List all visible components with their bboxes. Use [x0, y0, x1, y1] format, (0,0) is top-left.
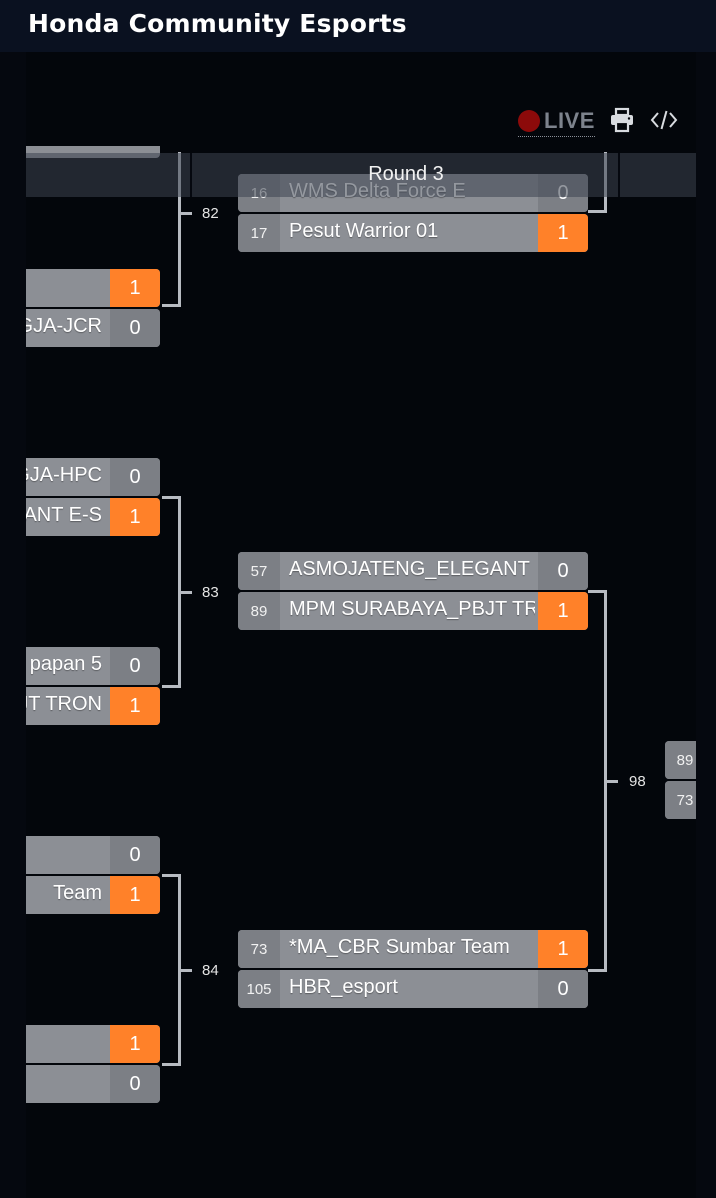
- team-score: 0: [110, 1065, 160, 1103]
- bracket-toolbar: LIVE: [26, 52, 696, 152]
- team-score: 1: [538, 214, 588, 252]
- team-name: GANT E-S: [26, 504, 102, 526]
- team-seed: 17: [238, 214, 280, 252]
- left-match-2-bottom-slot[interactable]: GANT E-S 1: [26, 498, 160, 536]
- team-name: HBR_esport: [289, 976, 398, 998]
- left-match-5-bottom-slot[interactable]: 0: [26, 1065, 160, 1103]
- left-match-1-top-slot[interactable]: 1: [26, 269, 160, 307]
- left-match-1[interactable]: 1 OGJA-JCR 0: [26, 269, 160, 347]
- connector-83-stub: [178, 591, 192, 594]
- bracket-panel[interactable]: LIVE 1 OGJA-JCR 0 OGJA-HPC 0 GA: [26, 52, 696, 1198]
- round3-match-2-top-slot[interactable]: 57 ASMOJATENG_ELEGANT E-SPORT 0: [238, 552, 588, 590]
- team-score: 0: [110, 647, 160, 685]
- team-score: 1: [110, 876, 160, 914]
- left-match-3[interactable]: papan 5 0 BJT TRON 1: [26, 647, 160, 725]
- left-match-4[interactable]: 0 Team 1: [26, 836, 160, 914]
- round3-match-1-bottom-slot[interactable]: 17 Pesut Warrior 01 1: [238, 214, 588, 252]
- team-seed: 89: [238, 592, 280, 630]
- team-score: 1: [110, 269, 160, 307]
- round4-match-bottom-slot[interactable]: 73: [665, 781, 696, 819]
- team-seed: 89: [665, 741, 696, 779]
- round4-match-top-slot[interactable]: 89: [665, 741, 696, 779]
- team-score: 0: [538, 552, 588, 590]
- team-seed: 73: [238, 930, 280, 968]
- team-name: papan 5: [29, 653, 102, 675]
- team-seed: 105: [238, 970, 280, 1008]
- app-title: Honda Community Esports: [28, 9, 407, 38]
- team-name: OGJA-JCR: [26, 315, 102, 337]
- connector-82-stub: [178, 212, 192, 215]
- match-number-83: 83: [202, 584, 219, 601]
- team-name: *MA_CBR Sumbar Team: [289, 936, 510, 958]
- connector-98-stub: [604, 780, 618, 783]
- left-match-2[interactable]: OGJA-HPC 0 GANT E-S 1: [26, 458, 160, 536]
- team-score: 1: [538, 930, 588, 968]
- team-seed: 57: [238, 552, 280, 590]
- round-title: Round 3: [368, 163, 444, 185]
- team-seed: 73: [665, 781, 696, 819]
- team-name: MPM SURABAYA_PBJT TRONOH: [289, 598, 535, 620]
- printer-icon[interactable]: [609, 107, 635, 133]
- team-score: 0: [538, 970, 588, 1008]
- round-separator: [618, 153, 620, 197]
- round3-match-3-bottom-slot[interactable]: 105 HBR_esport 0: [238, 970, 588, 1008]
- code-icon[interactable]: [650, 107, 678, 133]
- round4-match[interactable]: 89 73: [665, 741, 696, 819]
- team-name: ASMOJATENG_ELEGANT E-SPORT: [289, 558, 535, 580]
- left-match-1-bottom-slot[interactable]: OGJA-JCR 0: [26, 309, 160, 347]
- round-separator: [190, 153, 192, 197]
- round3-match-2-bottom-slot[interactable]: 89 MPM SURABAYA_PBJT TRONOH 1: [238, 592, 588, 630]
- team-score: 1: [110, 687, 160, 725]
- team-score: 1: [538, 592, 588, 630]
- team-name: BJT TRON: [26, 693, 102, 715]
- left-match-2-top-slot[interactable]: OGJA-HPC 0: [26, 458, 160, 496]
- live-toggle[interactable]: LIVE: [518, 106, 595, 137]
- left-match-3-bottom-slot[interactable]: BJT TRON 1: [26, 687, 160, 725]
- round3-match-2[interactable]: 57 ASMOJATENG_ELEGANT E-SPORT 0 89 MPM S…: [238, 552, 588, 630]
- team-score: 0: [110, 836, 160, 874]
- match-number-84: 84: [202, 962, 219, 979]
- round3-match-3-top-slot[interactable]: 73 *MA_CBR Sumbar Team 1: [238, 930, 588, 968]
- team-name: OGJA-HPC: [26, 464, 102, 486]
- connector-82: [162, 152, 181, 307]
- left-match-4-top-slot[interactable]: 0: [26, 836, 160, 874]
- left-match-5-top-slot[interactable]: 1: [26, 1025, 160, 1063]
- match-number-98: 98: [629, 773, 646, 790]
- live-label: LIVE: [544, 108, 595, 133]
- left-match-3-top-slot[interactable]: papan 5 0: [26, 647, 160, 685]
- team-score: 0: [110, 458, 160, 496]
- round-header-bar: Round 3: [26, 153, 696, 197]
- team-score: 0: [110, 309, 160, 347]
- connector-84-stub: [178, 969, 192, 972]
- round3-match-3[interactable]: 73 *MA_CBR Sumbar Team 1 105 HBR_esport …: [238, 930, 588, 1008]
- left-match-4-bottom-slot[interactable]: Team 1: [26, 876, 160, 914]
- left-match-5[interactable]: 1 0: [26, 1025, 160, 1103]
- app-header: Honda Community Esports: [0, 0, 716, 52]
- team-score: 1: [110, 1025, 160, 1063]
- team-score: 1: [110, 498, 160, 536]
- live-dot-icon: [518, 110, 540, 132]
- team-name: Team: [53, 882, 102, 904]
- match-number-82: 82: [202, 205, 219, 222]
- team-name: Pesut Warrior 01: [289, 220, 439, 242]
